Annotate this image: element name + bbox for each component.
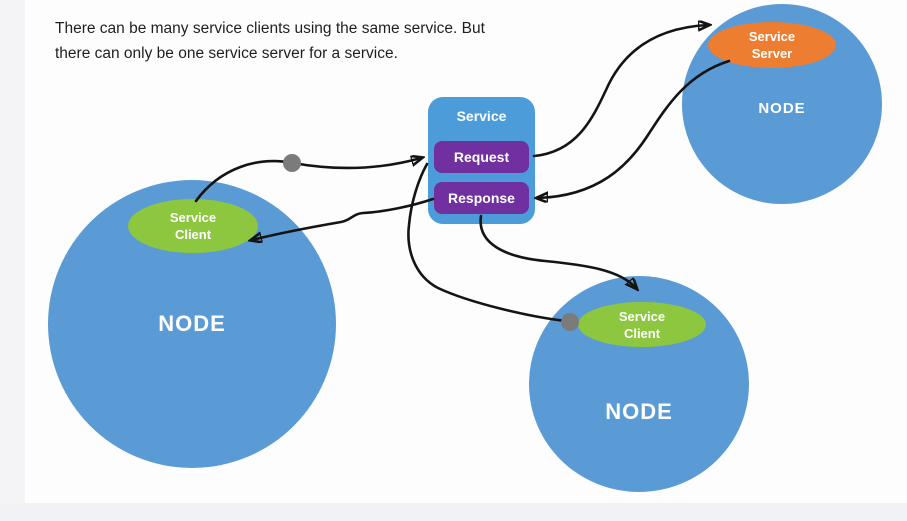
badge-line-1: Service bbox=[169, 210, 217, 225]
service-box: Service Request Response bbox=[428, 97, 535, 224]
node-label: NODE bbox=[758, 99, 806, 117]
connection-dot-left bbox=[283, 154, 301, 172]
request-box: Request bbox=[434, 141, 529, 173]
arrow-response-to-bottom-client bbox=[479, 214, 636, 288]
caption-text: There can be many service clients using … bbox=[55, 16, 535, 66]
service-client-badge-bottom: Service Client bbox=[578, 302, 706, 347]
response-box: Response bbox=[434, 182, 529, 214]
badge-line-2: Server bbox=[751, 46, 793, 61]
caption-line-1: There can be many service clients using … bbox=[55, 20, 485, 37]
badge-line-2: Client bbox=[623, 325, 661, 341]
service-server-badge: Service Server bbox=[708, 22, 836, 68]
node-label: NODE bbox=[158, 311, 226, 336]
service-client-badge-left: Service Client bbox=[128, 199, 258, 253]
bottom-margin-strip bbox=[0, 503, 907, 521]
node-label: NODE bbox=[605, 399, 673, 424]
left-margin-strip bbox=[0, 0, 25, 521]
badge-line-1: Service bbox=[618, 308, 666, 324]
caption-line-2: there can only be one service server for… bbox=[55, 45, 398, 62]
service-box-title: Service bbox=[456, 108, 507, 124]
badge-line-1: Service bbox=[748, 29, 796, 44]
badge-line-2: Client bbox=[174, 227, 212, 242]
